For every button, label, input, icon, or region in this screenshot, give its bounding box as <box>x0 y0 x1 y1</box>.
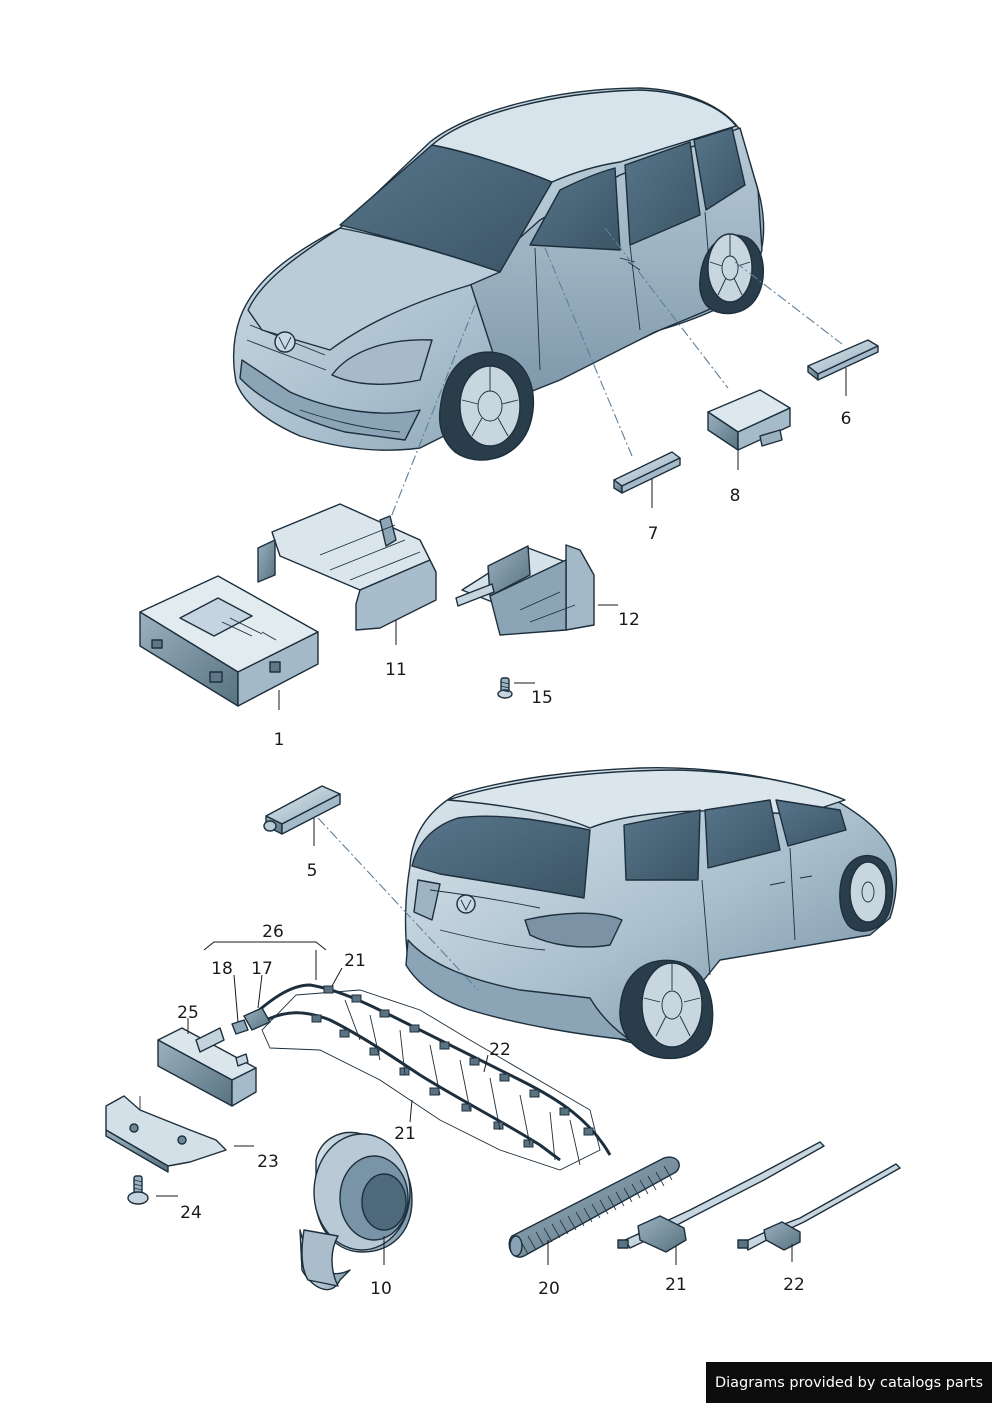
label-part-15: 15 <box>531 688 553 708</box>
label-part-12: 12 <box>618 610 640 630</box>
label-part-24: 24 <box>180 1203 202 1223</box>
rear-leader-line <box>317 817 479 991</box>
label-part-23: 23 <box>257 1152 279 1172</box>
part-15-screw <box>497 677 535 699</box>
front-vehicle-illustration <box>233 87 765 461</box>
label-part-10: 10 <box>370 1279 392 1299</box>
part-12-bracket <box>455 544 618 636</box>
wiring-harness <box>231 967 612 1171</box>
label-part-21-harness-bottom: 21 <box>394 1124 416 1144</box>
part-10-adhesive-tape-roll <box>299 1131 413 1291</box>
part-25-bracket <box>157 1018 257 1107</box>
part-7-antenna-module <box>613 451 681 508</box>
label-part-22-cable-tie: 22 <box>783 1275 805 1295</box>
label-part-5: 5 <box>307 861 318 881</box>
part-21-cable-tie <box>617 1141 825 1265</box>
label-part-20: 20 <box>538 1279 560 1299</box>
part-26-group-bracket <box>203 941 327 980</box>
label-part-25: 25 <box>177 1003 199 1023</box>
label-part-1: 1 <box>274 730 285 750</box>
credit-banner: Diagrams provided by catalogs parts <box>706 1362 992 1403</box>
label-part-26: 26 <box>262 922 284 942</box>
label-part-7: 7 <box>648 524 659 544</box>
label-part-17: 17 <box>251 959 273 979</box>
part-20-corrugated-tube <box>508 1156 680 1265</box>
part-6-antenna-module <box>807 339 879 396</box>
front-leader-lines <box>379 227 843 546</box>
label-part-11: 11 <box>385 660 407 680</box>
part-22-cable-tie <box>737 1163 901 1262</box>
rear-vehicle-illustration <box>404 767 898 1060</box>
part-5-antenna-module <box>263 785 341 846</box>
part-1-control-unit <box>139 575 319 710</box>
part-11-bracket <box>257 503 437 645</box>
label-part-22-harness: 22 <box>489 1040 511 1060</box>
label-part-6: 6 <box>841 409 852 429</box>
label-part-8: 8 <box>730 486 741 506</box>
part-23-bracket <box>105 1095 254 1173</box>
label-part-21-cable-tie: 21 <box>665 1275 687 1295</box>
part-8-control-unit <box>707 389 791 470</box>
label-part-18: 18 <box>211 959 233 979</box>
label-part-21-harness-top: 21 <box>344 951 366 971</box>
part-24-screw <box>127 1175 178 1205</box>
part-number-labels: 6 8 7 11 12 15 1 5 26 18 17 21 25 22 21 … <box>177 409 851 1299</box>
